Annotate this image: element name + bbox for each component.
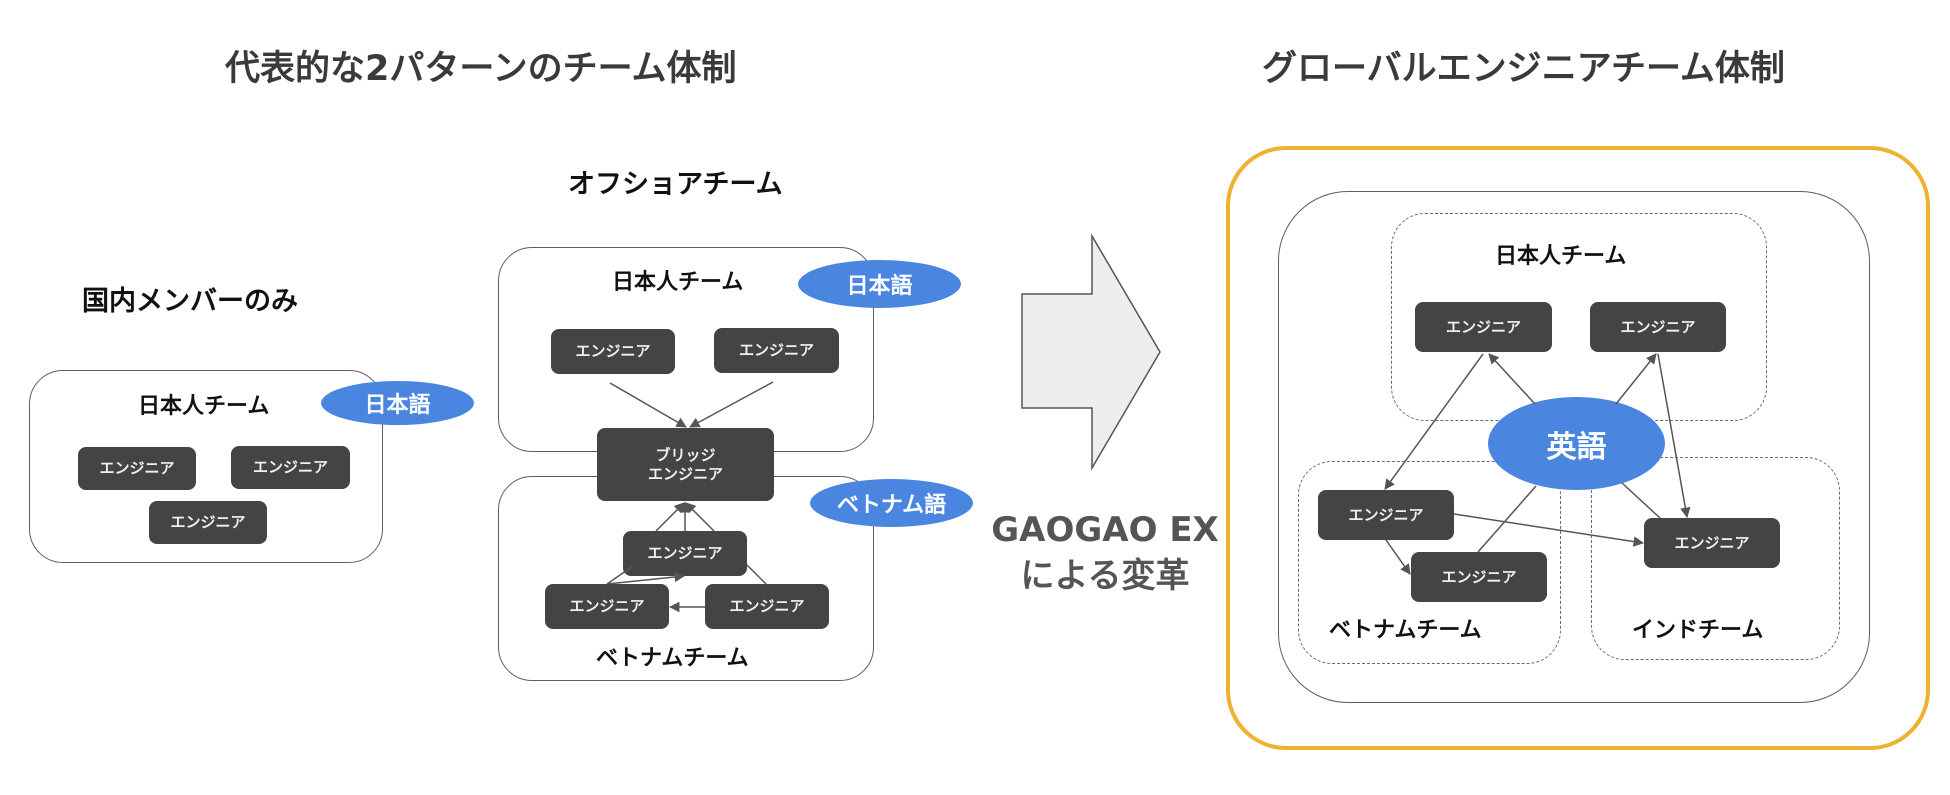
offshore-vn-engineer: エンジニア bbox=[623, 531, 747, 576]
global-india-team-box bbox=[1591, 457, 1840, 660]
offshore-jp-engineer: エンジニア bbox=[551, 329, 675, 374]
bridge-engineer: ブリッジ エンジニア bbox=[597, 428, 774, 501]
offshore-jp-team-label: 日本人チーム bbox=[612, 270, 744, 295]
transition-caption-line1: GAOGAO EX bbox=[991, 510, 1219, 550]
offshore-vn-engineer: エンジニア bbox=[705, 584, 829, 629]
global-jp-engineer: エンジニア bbox=[1590, 302, 1726, 352]
domestic-engineer: エンジニア bbox=[149, 501, 267, 544]
offshore-vn-team-label: ベトナムチーム bbox=[596, 646, 749, 671]
global-in-engineer: エンジニア bbox=[1644, 518, 1780, 568]
highlight-frame bbox=[1226, 146, 1930, 750]
domestic-team-label: 日本人チーム bbox=[138, 394, 270, 419]
global-vn-team-label: ベトナムチーム bbox=[1329, 618, 1482, 643]
left-section-heading: 代表的な2パターンのチーム体制 bbox=[225, 49, 737, 89]
global-jp-team-label: 日本人チーム bbox=[1495, 244, 1627, 269]
transition-caption-line2: による変革 bbox=[1020, 555, 1190, 596]
domestic-engineer: エンジニア bbox=[231, 446, 350, 489]
global-team-box bbox=[1278, 191, 1870, 703]
bridge-engineer-line1: ブリッジ bbox=[655, 445, 716, 464]
offshore-jp-language-pill: 日本語 bbox=[798, 260, 961, 308]
offshore-vn-engineer: エンジニア bbox=[545, 584, 669, 629]
right-arrow-icon bbox=[1021, 233, 1161, 471]
global-in-team-label: インドチーム bbox=[1632, 618, 1764, 643]
global-vn-engineer: エンジニア bbox=[1318, 490, 1454, 540]
offshore-title: オフショアチーム bbox=[568, 169, 783, 200]
offshore-jp-engineer: エンジニア bbox=[714, 328, 839, 373]
domestic-engineer: エンジニア bbox=[78, 447, 196, 490]
global-vn-engineer: エンジニア bbox=[1411, 552, 1547, 602]
global-language-pill: 英語 bbox=[1488, 397, 1665, 490]
offshore-vn-language-pill: ベトナム語 bbox=[810, 479, 973, 527]
domestic-language-pill: 日本語 bbox=[321, 381, 474, 425]
global-jp-engineer: エンジニア bbox=[1415, 302, 1552, 352]
transition-caption: GAOGAO EX による変革 bbox=[985, 508, 1225, 600]
right-section-heading: グローバルエンジニアチーム体制 bbox=[1262, 49, 1785, 89]
bridge-engineer-line2: エンジニア bbox=[647, 464, 723, 483]
domestic-title: 国内メンバーのみ bbox=[82, 286, 298, 317]
